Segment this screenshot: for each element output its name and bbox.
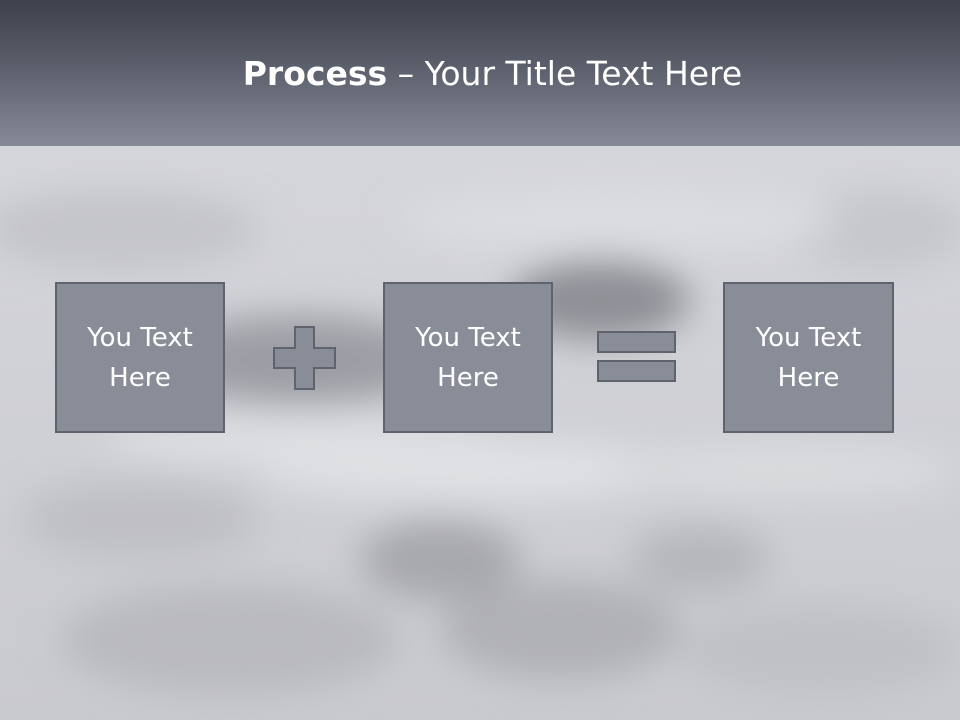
process-box-2: You Text Here [383, 282, 553, 433]
process-box-1-text: You Text Here [87, 322, 193, 393]
slide-title: Process – Your Title Text Here [0, 52, 960, 96]
process-box-3-text: You Text Here [755, 322, 862, 393]
process-box-2-text: You Text Here [415, 322, 521, 393]
process-box-3: You Text Here [723, 282, 894, 433]
title-rest: – Your Title Text Here [387, 54, 743, 93]
process-box-1: You Text Here [55, 282, 225, 433]
equals-icon [597, 331, 676, 382]
plus-icon [273, 326, 336, 390]
header-bar [0, 0, 960, 146]
title-bold: Process [242, 54, 388, 93]
